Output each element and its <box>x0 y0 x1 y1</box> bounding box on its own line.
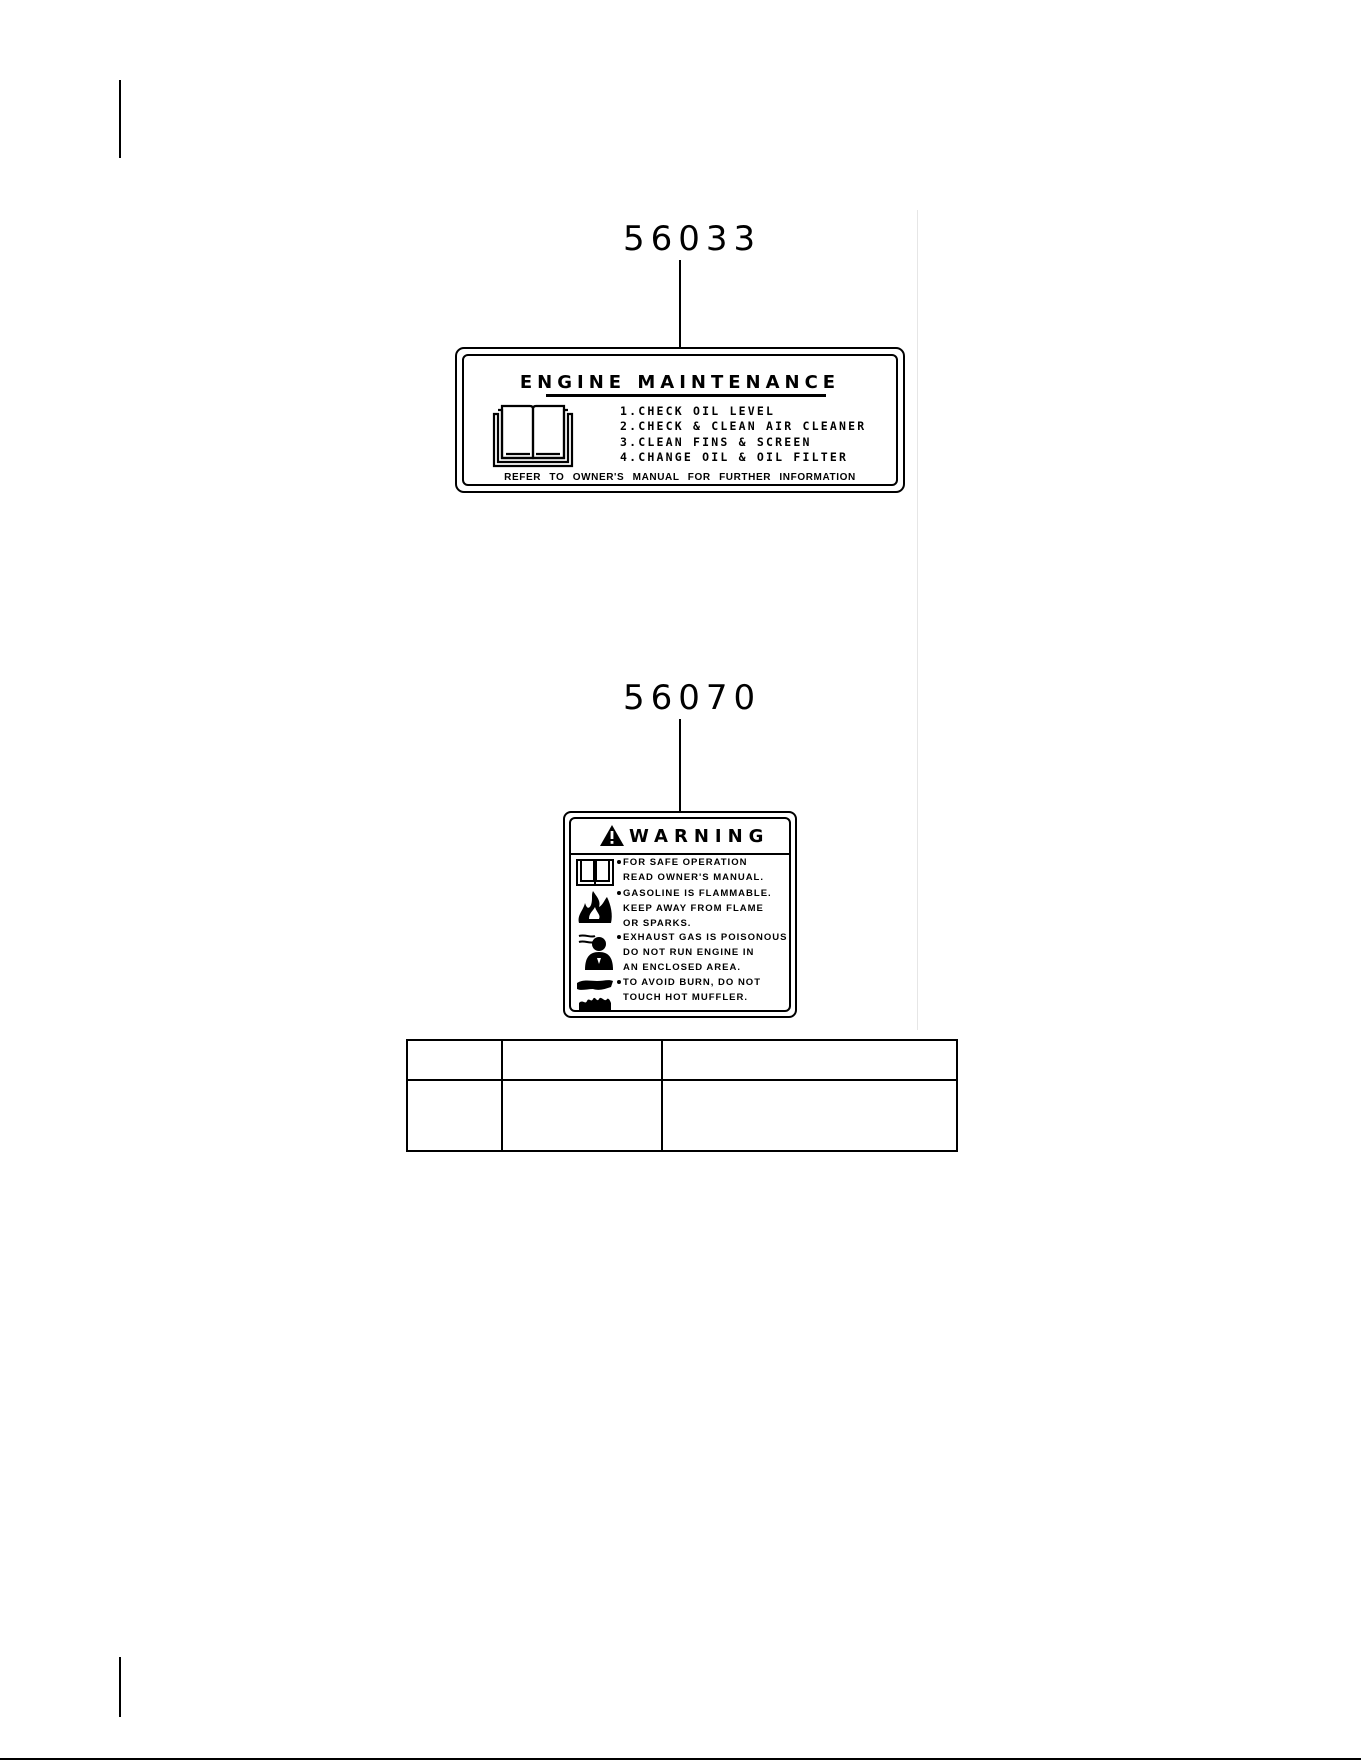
warning-text: TOUCH HOT MUFFLER. <box>623 992 748 1003</box>
warning-text: KEEP AWAY FROM FLAME <box>623 903 764 914</box>
warning-title: WARNING <box>629 826 770 847</box>
table-header-cell <box>501 1039 663 1081</box>
warning-text: FOR SAFE OPERATION <box>623 857 748 868</box>
decal-title: ENGINE MAINTENANCE <box>519 372 841 393</box>
engine-maintenance-decal-inner: ENGINE MAINTENANCE 1.CHECK OIL LEVEL 2.C… <box>462 354 898 486</box>
engine-maintenance-decal: ENGINE MAINTENANCE 1.CHECK OIL LEVEL 2.C… <box>455 347 905 493</box>
open-book-icon <box>492 404 574 468</box>
table-header-cell <box>406 1039 503 1081</box>
part-number-56033: 56033 <box>623 219 762 259</box>
title-underline <box>546 394 826 397</box>
table-header-cell <box>661 1039 958 1081</box>
warning-text: OR SPARKS. <box>623 918 692 929</box>
warning-text: DO NOT RUN ENGINE IN <box>623 947 755 958</box>
fire-icon <box>578 891 612 923</box>
warning-decal: WARNING FOR SAFE OPERATION READ OWNER'S … <box>563 811 797 1018</box>
maintenance-item: 3.CLEAN FINS & SCREEN <box>620 434 812 449</box>
bullet <box>617 980 621 984</box>
table-cell <box>661 1079 958 1152</box>
hot-surface-hand-icon <box>577 980 613 1011</box>
warning-decal-inner: WARNING FOR SAFE OPERATION READ OWNER'S … <box>569 817 791 1012</box>
leader-line-56070 <box>679 719 681 812</box>
page-divider <box>917 210 918 1030</box>
part-number-56070: 56070 <box>623 678 762 718</box>
bullet <box>617 891 621 895</box>
maintenance-item: 2.CHECK & CLEAN AIR CLEANER <box>620 419 867 434</box>
warning-text: AN ENCLOSED AREA. <box>623 962 741 973</box>
decal-footer: REFER TO OWNER'S MANUAL FOR FURTHER INFO… <box>504 472 856 483</box>
crop-mark-top-left <box>119 80 121 158</box>
book-icon <box>576 859 614 886</box>
maintenance-item: 1.CHECK OIL LEVEL <box>620 404 776 418</box>
warning-text: READ OWNER'S MANUAL. <box>623 872 765 883</box>
warning-header: WARNING <box>571 819 789 855</box>
crop-mark-bottom-left <box>119 1657 121 1717</box>
parts-table <box>406 1039 958 1152</box>
table-header-row <box>406 1039 958 1081</box>
toxic-fumes-icon <box>578 934 613 970</box>
maintenance-list: 1.CHECK OIL LEVEL 2.CHECK & CLEAN AIR CL… <box>620 404 866 465</box>
maintenance-item: 4.CHANGE OIL & OIL FILTER <box>620 449 849 464</box>
table-cell <box>406 1079 503 1152</box>
bullet <box>617 860 621 864</box>
warning-text: TO AVOID BURN, DO NOT <box>623 977 761 988</box>
table-cell <box>501 1079 663 1152</box>
warning-text: EXHAUST GAS IS POISONOUS <box>623 932 788 943</box>
warning-triangle-icon <box>600 825 624 846</box>
bullet <box>617 935 621 939</box>
bottom-rule <box>0 1758 1361 1760</box>
table-row <box>406 1079 958 1152</box>
warning-text: GASOLINE IS FLAMMABLE. <box>623 888 772 899</box>
leader-line-56033 <box>679 260 681 348</box>
